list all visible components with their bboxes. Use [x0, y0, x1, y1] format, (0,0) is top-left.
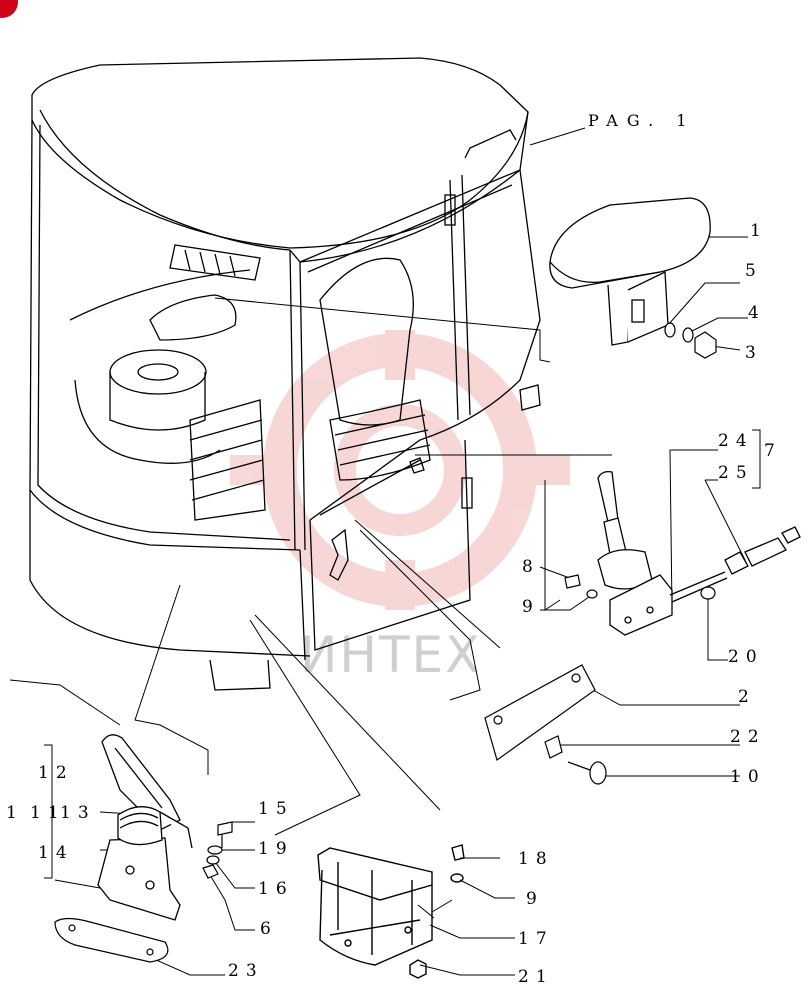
page-reference-label: PAG. 1: [588, 111, 695, 130]
label-part-15: 15: [258, 799, 294, 819]
label-part-8: 8: [522, 557, 540, 577]
label-part-5: 5: [745, 261, 763, 281]
label-part-2: 2: [738, 687, 756, 707]
label-part-18: 18: [518, 849, 554, 869]
label-part-9-lower: 9: [526, 889, 544, 909]
label-part-22: 22: [730, 727, 766, 747]
bolts-15-16-19-6: [202, 821, 233, 879]
joystick-part-24: [597, 470, 728, 636]
small-parts: [484, 574, 716, 785]
label-part-25: 25: [718, 463, 754, 483]
cab-assembly: [29, 57, 541, 691]
label-part-23: 23: [228, 961, 264, 981]
label-part-7: 7: [764, 441, 782, 461]
label-part-4: 4: [748, 303, 766, 323]
label-part-14: 14: [38, 843, 74, 863]
label-part-1-pedal: 1: [6, 803, 24, 823]
label-part-1: 1: [750, 221, 768, 241]
label-part-16: 16: [258, 879, 294, 899]
part-labels: PAG. 1 1 5 4 3 24 7 25 8 9 20 2 22 10 12…: [6, 111, 782, 987]
label-part-6: 6: [260, 919, 278, 939]
label-part-3: 3: [745, 343, 763, 363]
label-part-11: 11: [30, 803, 66, 823]
pedal-assembly-11: [97, 734, 193, 921]
label-part-9-upper: 9: [522, 597, 540, 617]
label-part-24: 24: [718, 431, 754, 451]
armrest-part-1: [549, 197, 711, 346]
label-part-13: 13: [60, 803, 96, 823]
gasket-part-23: [54, 917, 169, 963]
bracket-part-17: [317, 844, 465, 979]
corner-mark: [0, 0, 18, 18]
label-part-20: 20: [728, 647, 764, 667]
label-part-19: 19: [258, 839, 294, 859]
label-part-10: 10: [730, 767, 766, 787]
watermark-text: ИНТЕХ: [300, 626, 481, 684]
label-part-12: 12: [38, 763, 74, 783]
label-part-17: 17: [518, 929, 554, 949]
washer-5-and-nut-3: [664, 322, 717, 359]
cable-part-25: [724, 526, 801, 575]
label-part-21: 21: [518, 967, 554, 987]
